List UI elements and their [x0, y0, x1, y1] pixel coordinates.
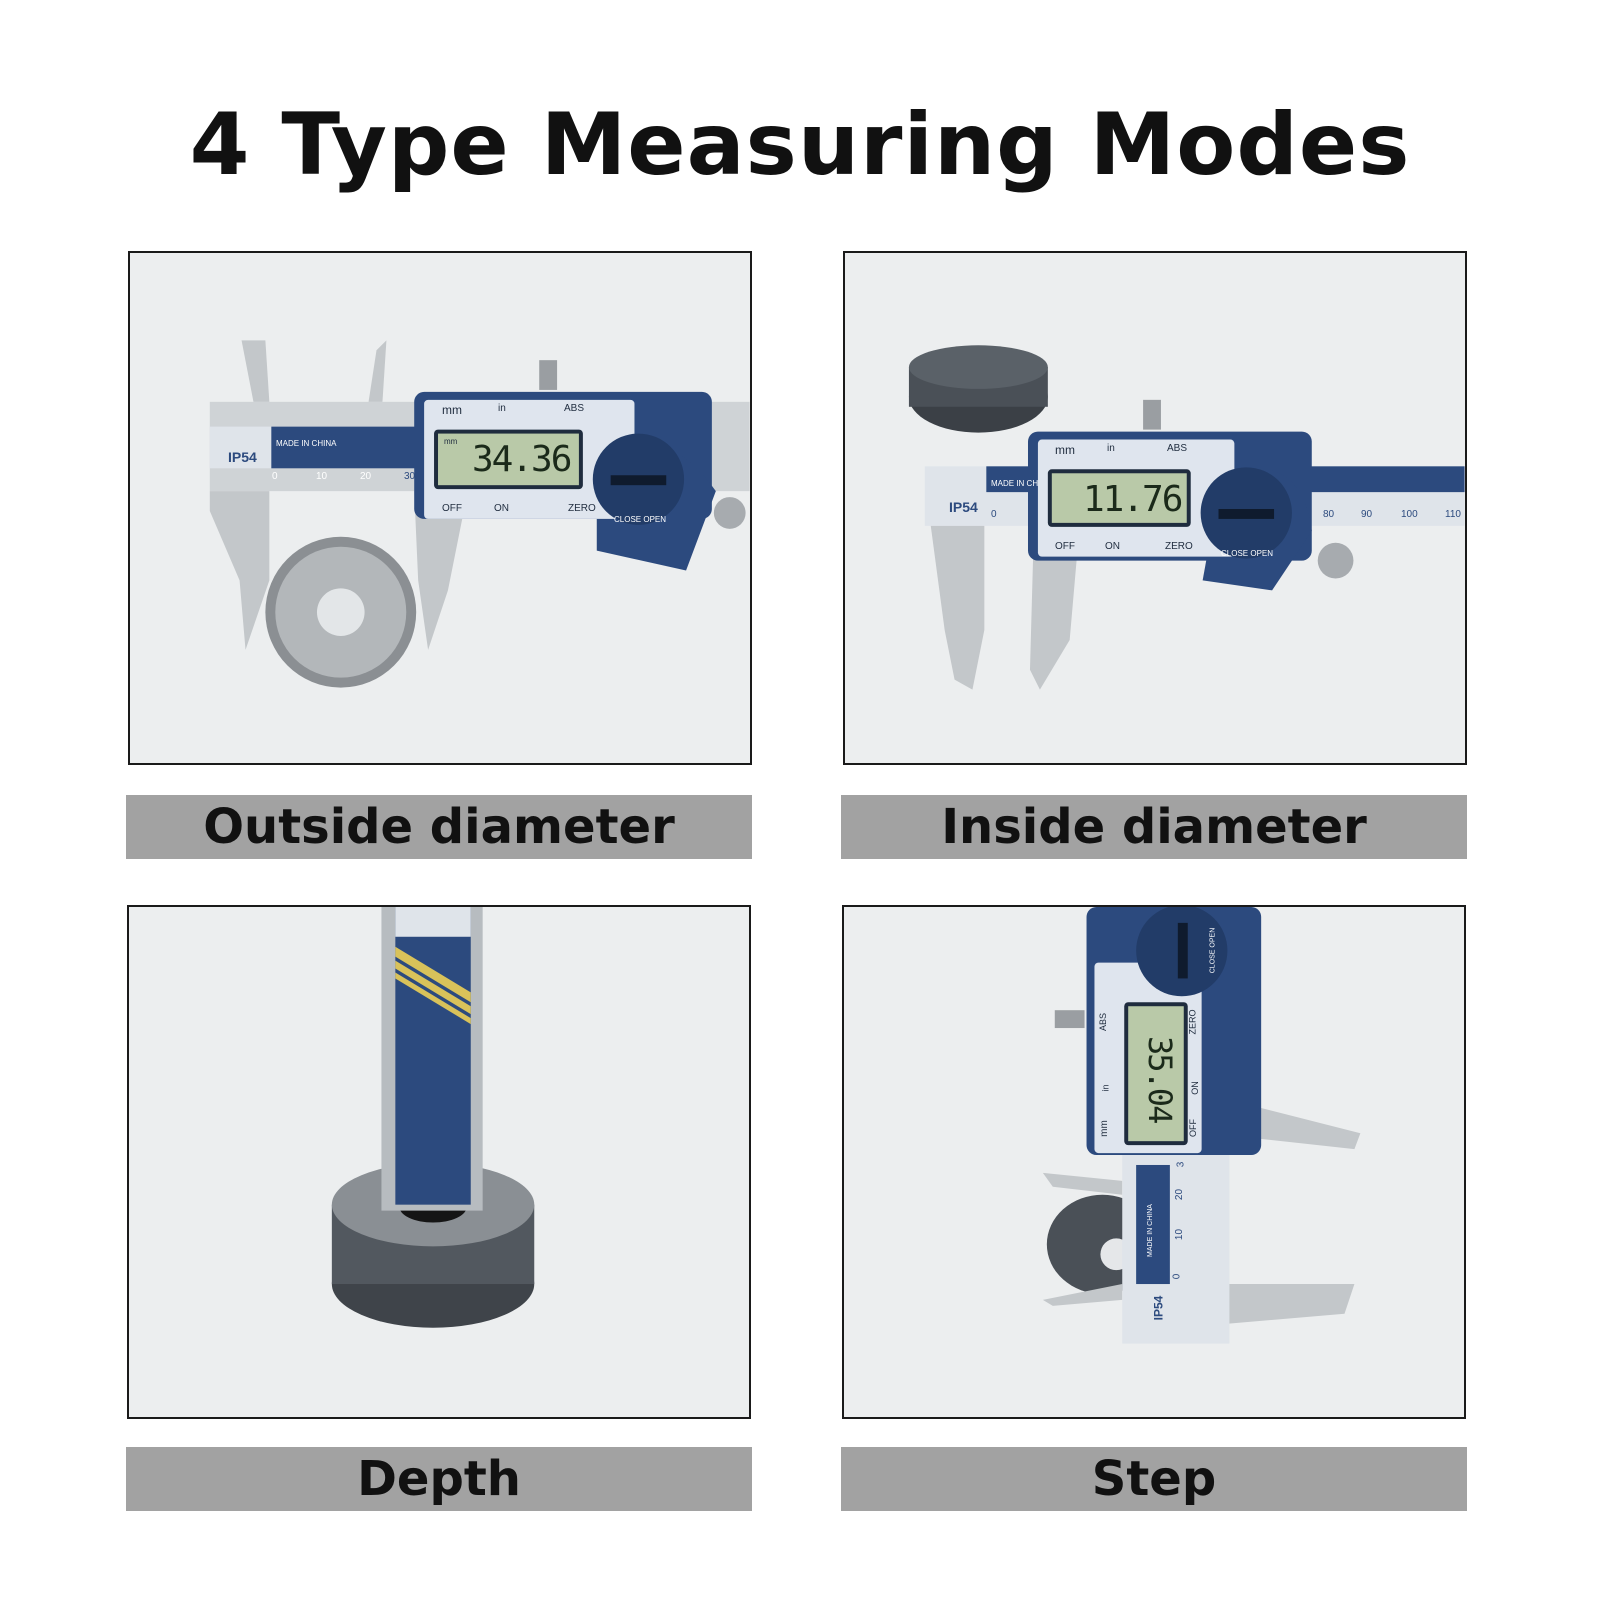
caliper-depth-photo [129, 907, 749, 1417]
lcd-reading: 11.76 [1083, 479, 1183, 520]
caliper-outside-photo [130, 253, 750, 763]
scale-mark: 10 [316, 471, 328, 482]
ip-label: IP54 [228, 449, 257, 465]
lcd-unit: mm [444, 437, 458, 446]
photo-inside-diameter: IP54 MADE IN CH 0 80 90 100 110 mm in AB… [843, 251, 1467, 765]
scale-mark: 100 [1401, 509, 1418, 520]
on-label: ON [1189, 1081, 1200, 1095]
scale-mark: 0 [1171, 1273, 1183, 1280]
caliper-inside-photo [845, 253, 1465, 763]
caption-depth: Depth [126, 1447, 752, 1511]
abs-label: ABS [564, 403, 585, 414]
scale-mark: 10 [1174, 1228, 1186, 1241]
lcd-reading: 35.04 [1141, 1036, 1179, 1123]
photo-step: 35.04 IP54 MADE IN CHINA 0 10 20 3 mm in… [842, 905, 1466, 1419]
photo-depth [127, 905, 751, 1419]
abs-label: ABS [1167, 443, 1188, 454]
caption-inside-diameter: Inside diameter [841, 795, 1467, 859]
abs-label: ABS [1098, 1012, 1109, 1032]
scale-mark: 30 [404, 471, 416, 482]
scale-mark: 80 [1323, 509, 1335, 520]
in-label: in [498, 403, 506, 414]
scale-mark: 20 [360, 471, 372, 482]
in-label: in [1100, 1084, 1111, 1092]
close-open-label: CLOSE OPEN [1209, 927, 1217, 974]
close-open-label: CLOSE OPEN [614, 515, 667, 524]
scale-mark: 110 [1445, 509, 1461, 520]
caliper-step-photo [844, 907, 1464, 1417]
made-label: MADE IN CH [991, 479, 1039, 488]
ip-label: IP54 [949, 499, 978, 515]
scale-mark: 3 [1175, 1161, 1187, 1168]
off-label: OFF [1055, 541, 1075, 552]
made-label: MADE IN CHINA [1146, 1204, 1154, 1257]
scale-mark: 0 [991, 509, 997, 520]
page-title: 4 Type Measuring Modes [189, 95, 1411, 195]
mm-label: mm [1098, 1120, 1110, 1137]
in-label: in [1107, 443, 1115, 454]
made-label: MADE IN CHINA [276, 439, 337, 448]
off-label: OFF [1188, 1119, 1198, 1137]
on-label: ON [494, 503, 509, 514]
off-label: OFF [442, 503, 462, 514]
zero-label: ZERO [1187, 1009, 1198, 1035]
scale-mark: 0 [272, 471, 278, 482]
scale-mark: 20 [1174, 1188, 1186, 1201]
ip-label: IP54 [1151, 1295, 1166, 1321]
photo-outside-diameter: IP54 MADE IN CHINA 0 10 20 30 mm in ABS … [128, 251, 752, 765]
on-label: ON [1105, 541, 1120, 552]
zero-label: ZERO [568, 503, 596, 514]
mm-label: mm [442, 403, 462, 417]
mm-label: mm [1055, 443, 1075, 457]
caption-outside-diameter: Outside diameter [126, 795, 752, 859]
zero-label: ZERO [1165, 541, 1193, 552]
scale-mark: 90 [1361, 509, 1373, 520]
close-open-label: CLOSE OPEN [1221, 549, 1274, 558]
lcd-reading: 34.36 [472, 439, 572, 480]
caption-step: Step [841, 1447, 1467, 1511]
